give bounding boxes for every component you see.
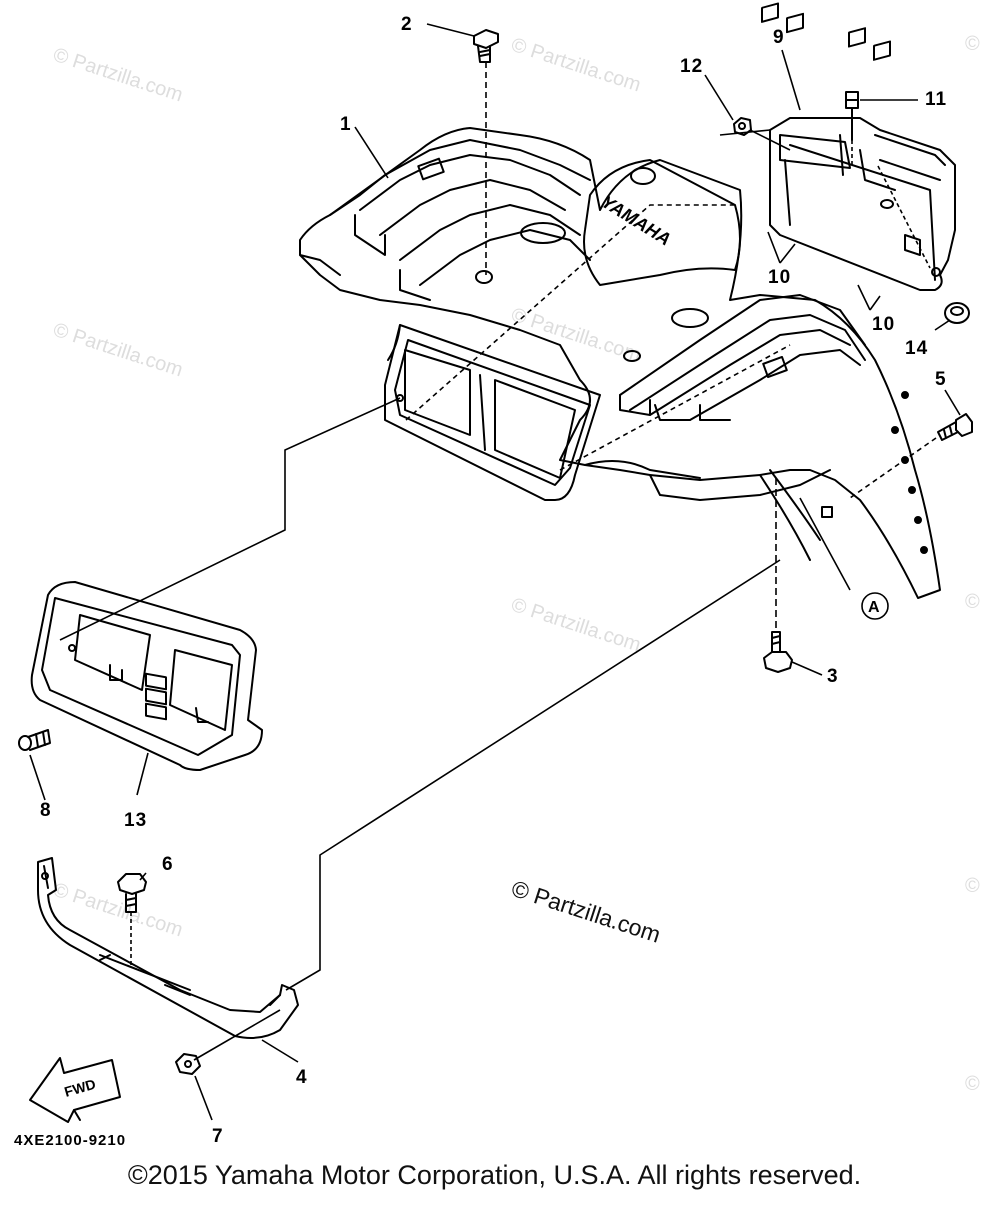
callout-4: 4 [296,1067,308,1088]
fwd-label: FWD [62,1076,97,1100]
callout-leaders [29,23,961,1121]
bolt-5 [937,413,973,441]
watermark: © Partzilla.com [50,44,185,107]
part-code: 4XE2100-9210 [14,1132,126,1149]
grommet-14 [944,302,970,324]
watermark: © Partzilla.com [50,319,185,382]
bracket-9 [769,117,956,291]
watermark: © Partzilla.com [508,594,643,657]
callout-labels: 2 1 9 12 11 10 10 14 5 3 8 13 6 4 7 A [40,14,947,1147]
watermarks: © Partzilla.com © Partzilla.com © Partzi… [50,33,980,1095]
callout-7: 7 [212,1126,224,1147]
watermark-edge: © [965,33,980,55]
watermark-edge: © [965,591,980,613]
headlight-cover-13 [30,581,263,771]
clip-11 [845,91,859,141]
watermark: © Partzilla.com [50,879,185,942]
callout-A: A [868,599,880,616]
front-fender [299,127,941,599]
callout-10a: 10 [768,267,791,288]
callout-11: 11 [925,89,947,110]
callout-12: 12 [680,56,703,77]
fwd-arrow-icon [29,1057,121,1123]
bolt-2 [473,29,499,63]
callout-6: 6 [162,854,174,875]
callout-5: 5 [935,369,947,390]
stay-4 [37,857,299,1039]
callout-10b: 10 [872,314,895,335]
rubber-block-10 [761,2,891,61]
leader-lines [59,62,937,1061]
watermark-edge: © [965,1073,980,1095]
headlight-housing [384,324,601,501]
callout-1: 1 [340,114,352,135]
callout-3: 3 [827,666,839,687]
callout-8: 8 [40,800,52,821]
center-watermark: © Partzilla.com [508,875,663,948]
callout-14: 14 [905,338,928,359]
callout-9: 9 [773,27,785,48]
callout-13: 13 [124,810,147,831]
copyright-notice: ©2015 Yamaha Motor Corporation, U.S.A. A… [127,1160,862,1190]
nut-7 [175,1053,201,1075]
bolt-3 [763,631,793,673]
screw-8 [18,729,51,751]
watermark-edge: © [965,875,980,897]
callout-2: 2 [401,14,413,35]
watermark: © Partzilla.com [508,34,643,97]
